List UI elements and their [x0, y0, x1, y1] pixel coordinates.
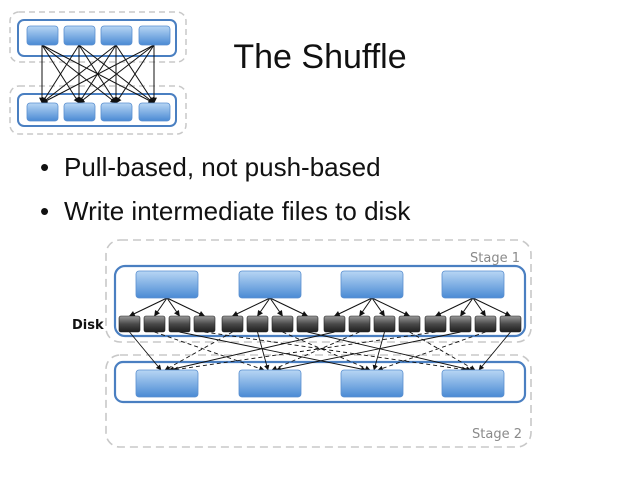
map-task: [238, 270, 302, 299]
shuffle-arrow: [282, 331, 371, 371]
bullet-list: • Pull-based, not push-based • Write int…: [40, 150, 410, 238]
disk-file-block: [246, 315, 269, 333]
thumb-stage1-box: [17, 19, 177, 57]
fanout-arrow: [269, 297, 309, 317]
map-task: [135, 270, 199, 299]
bullet-text: Pull-based, not push-based: [64, 152, 381, 182]
fanout-arrow: [371, 297, 411, 317]
shuffle-arrow: [307, 331, 472, 372]
shuffle-arrow: [129, 331, 162, 371]
stage1-label: Stage 1: [470, 251, 520, 266]
disk-label: Disk: [72, 318, 104, 333]
disk-file-block: [373, 315, 396, 333]
shuffle-arrow: [271, 331, 360, 371]
thumb-reduce-task: [26, 102, 59, 122]
fanout-arrow: [154, 297, 168, 317]
disk-file-block: [348, 315, 371, 333]
fanout-arrow: [460, 297, 474, 317]
thumb-map-task: [63, 25, 96, 46]
shuffle-arrow: [172, 331, 436, 372]
thumb-arrow: [41, 44, 155, 104]
map-task: [441, 270, 505, 299]
shuffle-arrow: [372, 331, 385, 371]
reduce-task: [135, 369, 199, 398]
thumb-arrows: [39, 44, 157, 104]
disk-file-block: [323, 315, 346, 333]
thumb-map-task: [138, 25, 171, 46]
fanout-arrow: [166, 297, 180, 317]
shuffle-arrow: [168, 331, 335, 372]
fanout-arrow: [371, 297, 385, 317]
disk-file-block: [398, 315, 421, 333]
thumbnail-diagram: [9, 11, 187, 135]
thumb-arrow: [115, 44, 155, 104]
thumb-arrow: [41, 44, 80, 104]
disk-file-block: [193, 315, 216, 333]
fanout-arrow: [128, 297, 168, 317]
bullet-text: Write intermediate files to disk: [64, 196, 411, 226]
thumb-reduce-task: [63, 102, 96, 122]
reduce-task: [238, 369, 302, 398]
fanout-arrow: [166, 297, 206, 317]
stage1-dashed-region: [105, 239, 532, 343]
disk-file-block: [499, 315, 522, 333]
thumb-reduce-task: [138, 102, 171, 122]
stage1-box: [113, 264, 527, 338]
shuffle-arrow: [179, 331, 367, 372]
disk-file-block: [118, 315, 141, 333]
bullet-item: • Pull-based, not push-based: [40, 152, 381, 182]
map-task: [340, 270, 404, 299]
fanout-arrow: [269, 297, 283, 317]
slide-title: The Shuffle: [233, 38, 407, 76]
thumb-reduce-task: [100, 102, 133, 122]
disk-file-block: [424, 315, 447, 333]
task-and-disk-blocks: [118, 270, 522, 398]
shuffle-arrow: [478, 331, 511, 371]
shuffle-arrow: [204, 331, 468, 372]
thumb-stage2-box: [17, 93, 177, 127]
stage2-box: [113, 360, 527, 404]
thumb-tasks: [26, 25, 171, 122]
fanout-arrow: [434, 297, 474, 317]
disk-file-block: [474, 315, 497, 333]
fanout-arrow: [257, 297, 271, 317]
fanout-arrow: [333, 297, 373, 317]
reduce-task: [441, 369, 505, 398]
thumb-stage2-dashed: [9, 85, 187, 135]
shuffle-arrow: [154, 331, 265, 371]
disk-file-block: [296, 315, 319, 333]
fanout-arrow: [359, 297, 373, 317]
bullet-item: • Write intermediate files to disk: [40, 196, 411, 226]
disk-file-block: [221, 315, 244, 333]
disk-file-block: [143, 315, 166, 333]
shuffle-arrow: [275, 331, 461, 372]
fanout-arrow: [231, 297, 271, 317]
thumb-arrow: [78, 44, 155, 104]
thumb-arrow: [41, 44, 117, 104]
fanout-arrow: [472, 297, 512, 317]
reduce-task: [340, 369, 404, 398]
disk-file-block: [271, 315, 294, 333]
stage2-dashed-region: [105, 354, 532, 448]
main-diagram: Stage 1 Stage 2 Disk: [72, 239, 532, 448]
shuffle-arrow: [409, 331, 476, 371]
stage2-label: Stage 2: [472, 427, 522, 442]
disk-file-block: [449, 315, 472, 333]
thumb-map-task: [100, 25, 133, 46]
shuffle-arrow: [164, 331, 233, 371]
thumb-map-task: [26, 25, 59, 46]
shuffle-arrow: [257, 331, 270, 371]
fanout-arrow: [472, 297, 486, 317]
shuffle-arrows: [128, 297, 512, 372]
disk-file-block: [168, 315, 191, 333]
shuffle-arrow: [377, 331, 486, 371]
